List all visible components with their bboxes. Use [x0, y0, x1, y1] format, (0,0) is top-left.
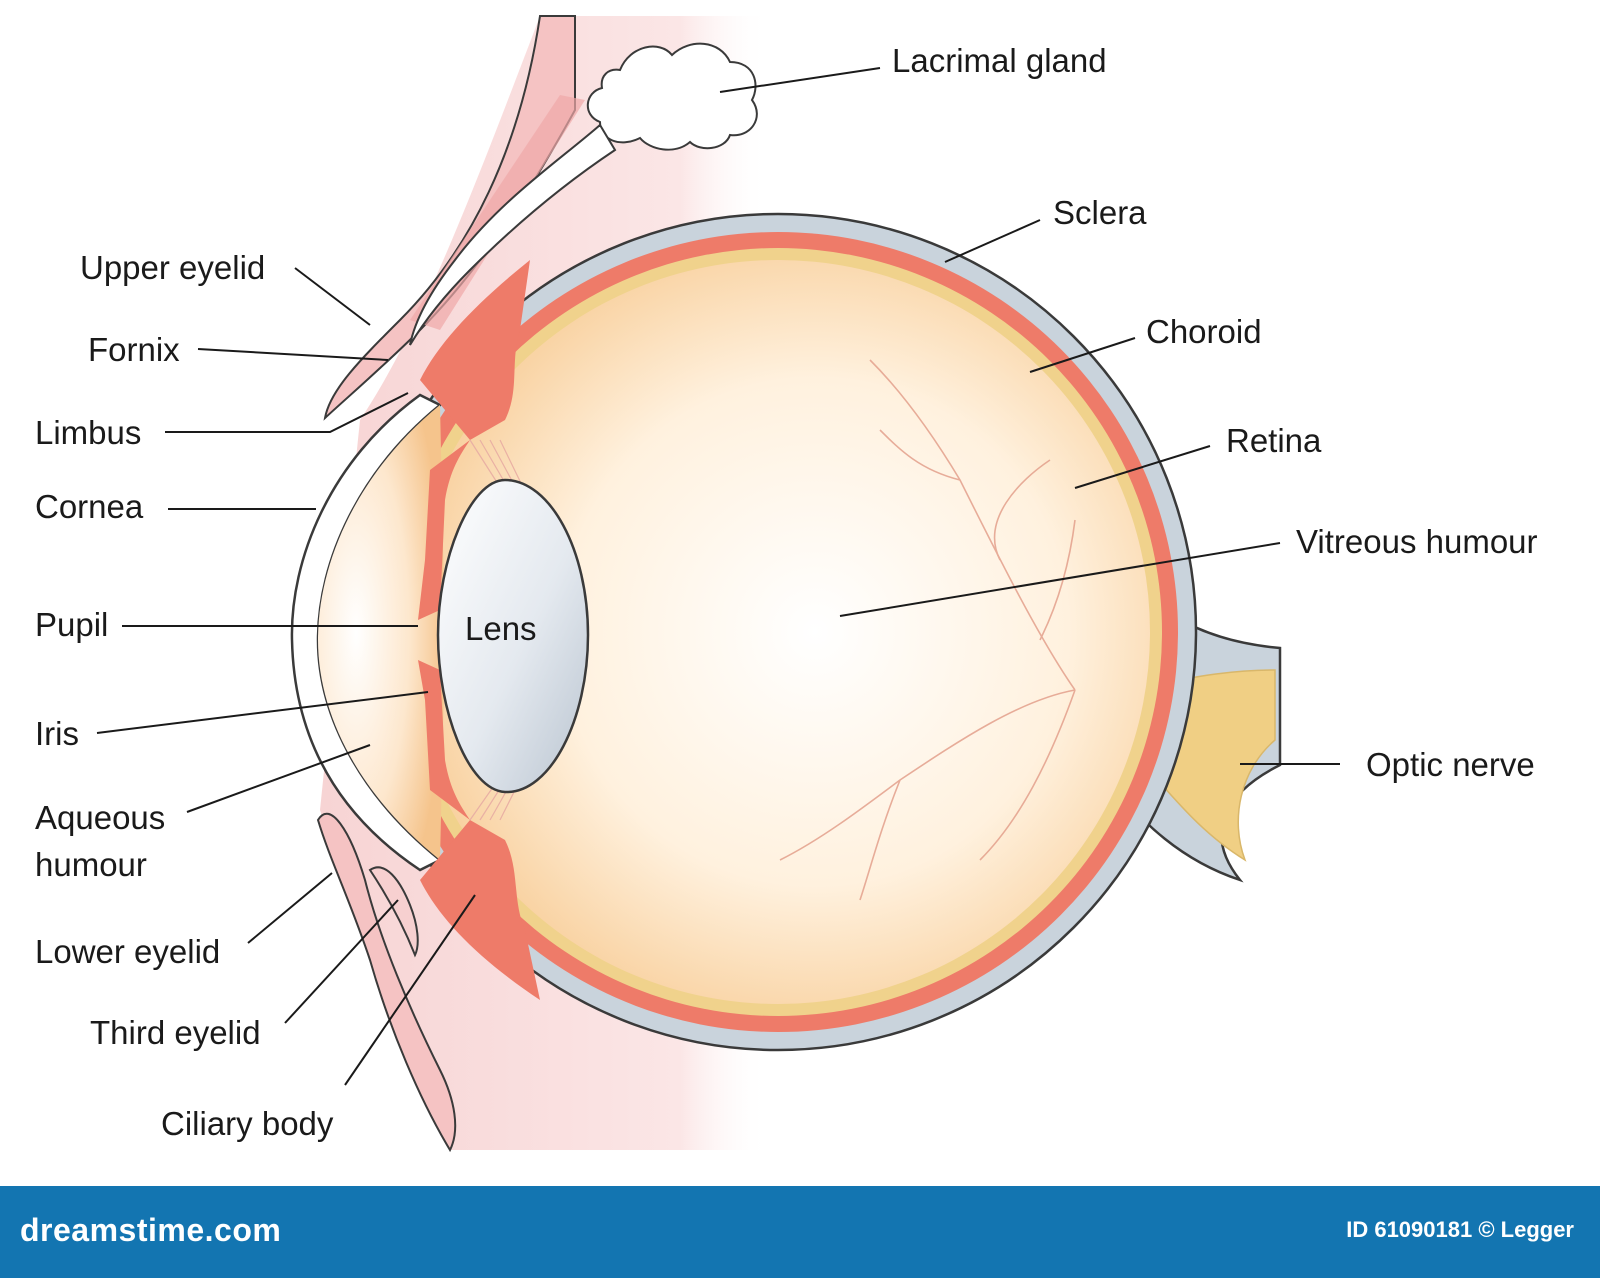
- leader-fornix: [197, 348, 389, 361]
- label-choroid: Choroid: [1146, 313, 1262, 350]
- label-vitreous-humour: Vitreous humour: [1296, 523, 1538, 560]
- leader-limbus: [165, 392, 409, 433]
- aqueous-chamber: [318, 405, 445, 860]
- label-lacrimal-gland: Lacrimal gland: [892, 42, 1107, 79]
- label-limbus: Limbus: [35, 414, 141, 451]
- label-aqueous-humour-line1: Aqueous: [35, 799, 165, 836]
- label-ciliary-body: Ciliary body: [161, 1105, 334, 1142]
- brand-wordmark[interactable]: dreamstime.com: [20, 1212, 282, 1248]
- label-third-eyelid: Third eyelid: [90, 1014, 261, 1051]
- label-cornea: Cornea: [35, 488, 144, 525]
- eye-anatomy-diagram: Lacrimal gland Sclera Choroid Retina Vit…: [35, 15, 1538, 1153]
- leader-lines: [96, 67, 1340, 1086]
- leader-lacrimal-gland: [719, 67, 881, 93]
- label-optic-nerve: Optic nerve: [1366, 746, 1535, 783]
- ciliary-body-upper: [418, 260, 530, 620]
- label-retina: Retina: [1226, 422, 1322, 459]
- label-aqueous-humour-line2: humour: [35, 846, 147, 883]
- vitreous-body: [406, 260, 1150, 1004]
- leader-aqueous-humour: [186, 744, 371, 813]
- third-eyelid-shape: [368, 866, 419, 958]
- label-lens: Lens: [465, 610, 537, 647]
- leader-vitreous-humour: [839, 542, 1281, 617]
- leader-ciliary-body: [344, 894, 476, 1086]
- ciliary-body-lower: [418, 660, 540, 1000]
- labels: Lacrimal gland Sclera Choroid Retina Vit…: [35, 42, 1538, 1142]
- leader-third-eyelid: [284, 899, 399, 1024]
- label-lower-eyelid: Lower eyelid: [35, 933, 220, 970]
- leader-sclera: [944, 219, 1041, 263]
- leader-upper-eyelid: [294, 267, 371, 326]
- lacrimal-duct: [409, 123, 617, 346]
- retinal-vessels: [779, 359, 1076, 901]
- label-iris: Iris: [35, 715, 79, 752]
- label-fornix: Fornix: [88, 331, 180, 368]
- leader-retina: [1074, 445, 1211, 489]
- label-pupil: Pupil: [35, 606, 108, 643]
- lens-shape: [436, 478, 590, 794]
- leader-iris: [96, 691, 429, 734]
- footer-bar: dreamstime.com ID 61090181 © Legger: [0, 1186, 1600, 1278]
- label-sclera: Sclera: [1053, 194, 1147, 231]
- image-credit: ID 61090181 © Legger: [1346, 1217, 1574, 1242]
- label-upper-eyelid: Upper eyelid: [80, 249, 265, 286]
- lacrimal-gland-shape: [586, 42, 758, 151]
- leader-choroid: [1029, 337, 1136, 373]
- leader-lower-eyelid: [247, 872, 333, 944]
